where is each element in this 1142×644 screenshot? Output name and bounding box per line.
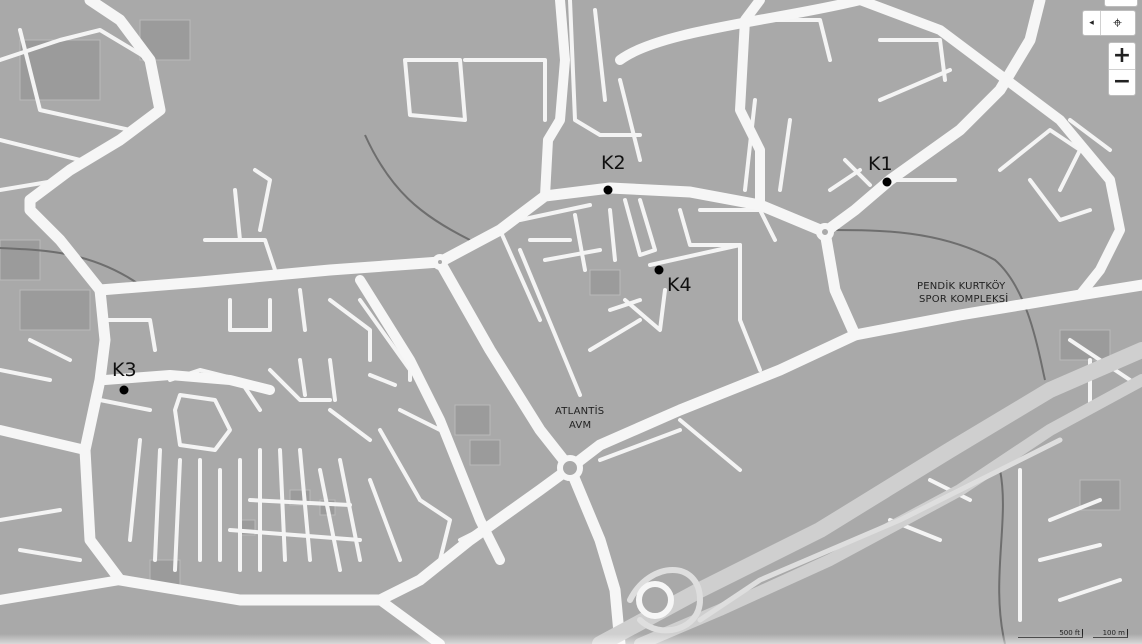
place-label-atlantis-line2: AVM <box>569 420 591 431</box>
marker-label: K2 <box>601 152 626 174</box>
collapse-arrow-icon[interactable]: ◂ <box>1084 11 1101 35</box>
marker-k2[interactable]: K2 <box>601 152 626 195</box>
locate-icon[interactable]: ⌖ <box>1112 13 1122 32</box>
marker-dot[interactable] <box>119 385 129 395</box>
marker-k4[interactable]: K4 <box>654 265 692 297</box>
motorway <box>592 342 1142 644</box>
place-label-pendik-line1: PENDİK KURTKÖY <box>917 279 1006 292</box>
marker-k1[interactable]: K1 <box>868 153 893 187</box>
place-label-pendik-line2: SPOR KOMPLEKSİ <box>919 292 1008 305</box>
zoom-control: + − <box>1108 42 1136 96</box>
locate-control[interactable]: ◂ ⌖ <box>1082 10 1136 36</box>
marker-label: K3 <box>112 359 137 381</box>
zoom-out-button[interactable]: − <box>1109 68 1135 96</box>
marker-label: K4 <box>667 274 692 296</box>
roundabouts <box>432 223 834 619</box>
marker-dot[interactable] <box>882 177 892 187</box>
marker-dot[interactable] <box>603 185 613 195</box>
marker-dot[interactable] <box>654 265 664 275</box>
bottom-fade <box>0 634 1142 644</box>
marker-label: K1 <box>868 153 893 175</box>
zoom-in-button[interactable]: + <box>1112 42 1132 68</box>
toolbar-tab[interactable] <box>1104 0 1138 7</box>
marker-k3[interactable]: K3 <box>112 359 137 395</box>
place-label-atlantis-line1: ATLANTİS <box>555 404 604 417</box>
